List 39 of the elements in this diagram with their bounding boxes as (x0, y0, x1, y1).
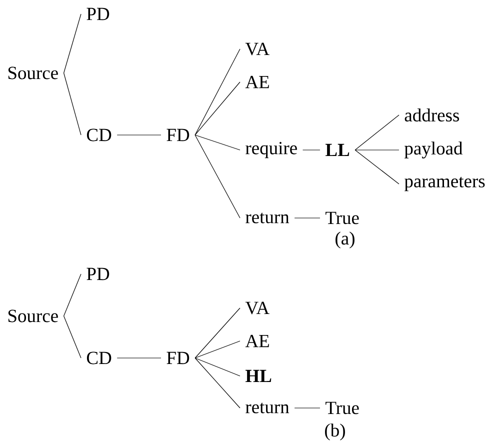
connector-line (194, 134, 240, 150)
tree-label: AE (245, 76, 269, 88)
tree-label: VA (245, 302, 270, 314)
connector-line (354, 114, 400, 150)
connector-line (194, 134, 240, 218)
tree-label: PD (86, 268, 110, 280)
tree-label: CD (86, 352, 112, 364)
connector-line (194, 358, 240, 376)
tree-label: CD (86, 128, 112, 142)
connector-line (194, 340, 240, 358)
tree-label: HL (246, 370, 272, 382)
connector-line (194, 358, 240, 408)
connector-line (194, 82, 240, 136)
panel-label: (b) (325, 424, 345, 440)
tree-label: parameters (404, 176, 485, 192)
tree-label: True (326, 212, 359, 224)
tree-label: FD (166, 352, 190, 364)
tree-label: require (246, 142, 297, 158)
connector-line (63, 316, 82, 358)
tree-label: Source (8, 66, 58, 80)
tree-label: PD (86, 8, 110, 20)
tree-label: True (326, 402, 359, 414)
tree-label: FD (166, 128, 190, 142)
connector-line (63, 14, 82, 74)
connector-line (194, 48, 240, 136)
tree-label: LL (326, 144, 350, 156)
tree-label: address (404, 108, 460, 122)
tree-label: Source (8, 310, 58, 322)
connector-line (194, 308, 240, 358)
connector-line (116, 134, 162, 136)
connector-line (63, 274, 82, 316)
connector-line (354, 150, 400, 184)
tree-label: return (246, 212, 290, 224)
tree-label: payload (404, 142, 463, 158)
tree-label: return (246, 402, 290, 414)
connector-line (63, 72, 82, 136)
tree-label: AE (245, 334, 269, 348)
panel-label: (a) (336, 232, 354, 248)
tree-label: VA (245, 42, 270, 56)
